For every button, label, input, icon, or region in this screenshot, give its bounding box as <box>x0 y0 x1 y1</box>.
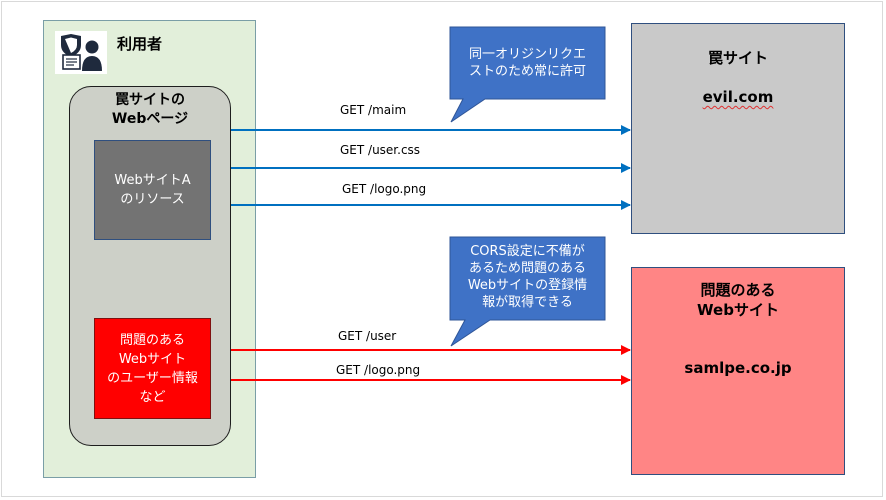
site-a-resource-label: WebサイトA のリソース <box>114 171 190 209</box>
request-label-5: GET /logo.png <box>336 363 421 377</box>
site-a-line2: のリソース <box>120 192 185 207</box>
problem-site-title-line2: Webサイト <box>697 301 779 319</box>
request-label-4: GET /user <box>338 329 397 343</box>
problem-site-box <box>631 267 845 475</box>
request-label-2: GET /user.css <box>340 143 421 157</box>
user-info-box: 問題のある Webサイト のユーザー情報 など <box>94 318 211 419</box>
callout-1-line1: 同一オリジンリクエ <box>468 47 586 62</box>
trap-site-webpage-title: 罠サイトの Webページ <box>69 91 231 129</box>
callout-2-line1: CORS設定に不備が <box>470 244 585 259</box>
evil-site-title: 罠サイト <box>707 49 768 67</box>
problem-site-domain: samlpe.co.jp <box>684 359 792 377</box>
problem-site-title: 問題のある Webサイト <box>631 280 845 320</box>
user-info-line4: など <box>139 389 166 405</box>
request-label-3: GET /logo.png <box>342 182 426 196</box>
user-info-line1: 問題のある <box>119 332 185 348</box>
trap-page-title-line2: Webページ <box>111 111 189 127</box>
callout-same-origin-text: 同一オリジンリクエ ストのため常に許可 <box>450 46 605 80</box>
user-computer-icon <box>55 31 107 74</box>
user-info-label: 問題のある Webサイト のユーザー情報 など <box>107 331 198 407</box>
callout-cors-text: CORS設定に不備が あるため問題のある Webサイトの登録情 報が取得できる <box>450 243 605 311</box>
callout-cors-misconfig <box>449 236 606 347</box>
evil-site-domain: evil.com <box>631 88 845 106</box>
problem-site-title-line1: 問題のある <box>700 281 776 299</box>
evil-site-domain-text: evil.com <box>702 88 774 106</box>
callout-2-line2: あるため問題のある <box>468 261 586 276</box>
site-a-resource-box: WebサイトA のリソース <box>94 140 211 240</box>
request-label-1: GET /maim <box>340 103 407 117</box>
callout-2-line4: 報が取得できる <box>482 295 573 310</box>
site-a-line1: WebサイトA <box>114 173 191 188</box>
callout-2-line3: Webサイトの登録情 <box>467 278 588 293</box>
callout-1-line2: ストのため常に許可 <box>468 64 586 79</box>
user-info-line3: のユーザー情報 <box>107 370 198 386</box>
callout-same-origin <box>449 26 606 123</box>
user-info-line2: Webサイト <box>118 351 187 367</box>
request-label-3-text: GET /logo.png <box>342 182 427 196</box>
user-label: 利用者 <box>117 35 163 53</box>
trap-page-title-line1: 罠サイトの <box>115 92 185 108</box>
evil-site-box <box>631 23 845 234</box>
